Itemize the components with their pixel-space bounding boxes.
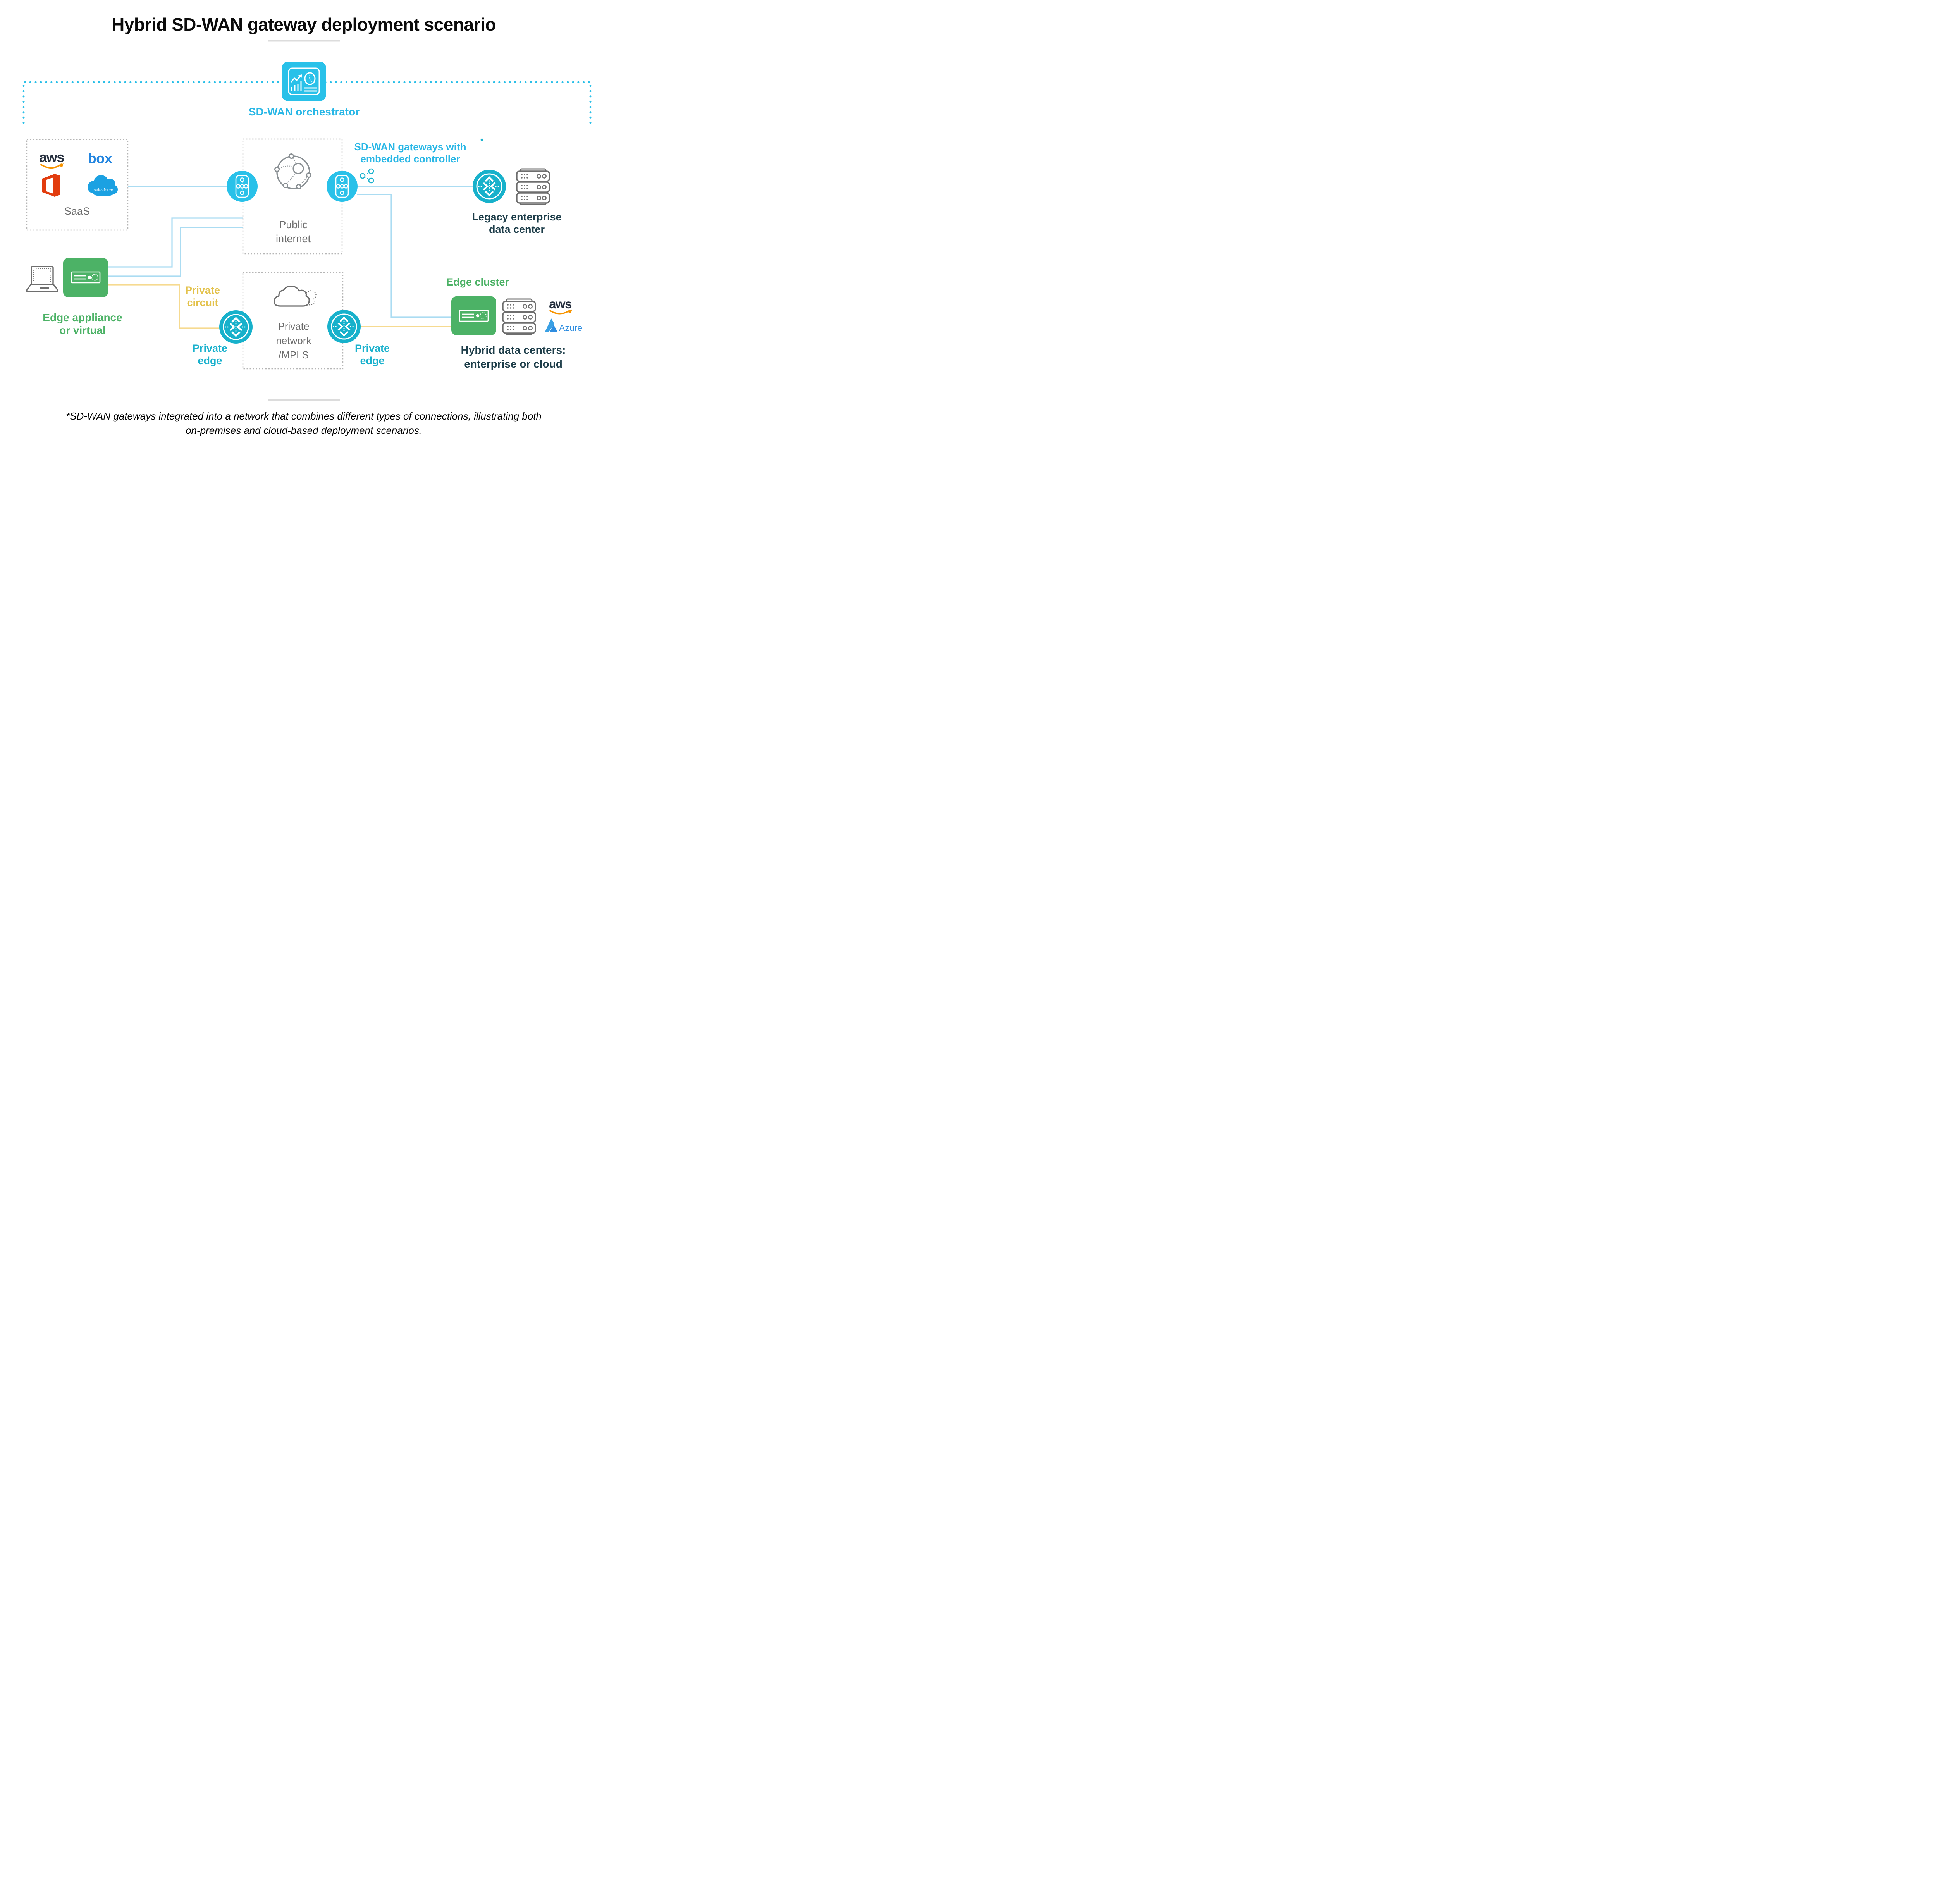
- salesforce-logo-text: salesforce: [94, 188, 113, 193]
- edge-appliance-icon: [63, 258, 108, 297]
- salesforce-logo: salesforce: [88, 175, 118, 196]
- legacy-router-icon: [473, 170, 506, 203]
- line-appliance-to-internet-1: [108, 217, 243, 268]
- edge-cluster-label: Edge cluster: [446, 276, 509, 288]
- orchestrator-icon: [282, 62, 326, 101]
- aws-cloud-logo-text: aws: [549, 297, 571, 311]
- aws-cloud-logo: aws: [549, 297, 572, 315]
- title-divider: [268, 40, 340, 42]
- private-edge-left-label: Private edge: [192, 342, 228, 366]
- orchestrator-label: SD-WAN orchestrator: [248, 106, 360, 118]
- hybrid-server-stack-icon: [502, 298, 536, 335]
- azure-logo-text: Azure: [559, 323, 582, 333]
- footnote-divider: [268, 399, 340, 401]
- public-internet-box: [242, 138, 343, 255]
- page-title: Hybrid SD-WAN gateway deployment scenari…: [112, 14, 496, 34]
- saas-label: SaaS: [64, 205, 90, 217]
- cloud-dashed-part: [306, 290, 317, 306]
- box-logo: box: [88, 150, 112, 166]
- infographic-canvas: aws box salesforce: [0, 0, 607, 448]
- diagram-graphics: aws box salesforce: [22, 40, 592, 401]
- gateways-label: SD-WAN gateways with embedded controller: [354, 141, 466, 165]
- share-icon: [360, 168, 374, 184]
- orchestrator-dotted-boundary: [22, 81, 592, 124]
- saas-box: [26, 139, 129, 231]
- gateway-node-left: [226, 170, 258, 203]
- edge-appliance-label: Edge appliance or virtual: [43, 311, 122, 337]
- private-circuit-label: Private circuit: [185, 284, 220, 308]
- stray-dot: [480, 138, 483, 141]
- azure-logo: Azure: [545, 318, 582, 333]
- laptop-icon: [26, 266, 58, 292]
- line-gateway-to-edge-cluster: [357, 194, 451, 318]
- office-logo: [42, 174, 60, 197]
- cloud-icon: [274, 286, 317, 307]
- legacy-dc-label: Legacy enterprise data center: [472, 211, 562, 235]
- box-logo-text: box: [88, 150, 112, 166]
- edge-cluster-icon: [451, 296, 496, 335]
- gateway-node-right: [326, 170, 358, 203]
- private-edge-right-icon: [327, 310, 361, 343]
- aws-logo: aws: [39, 149, 65, 169]
- hybrid-dc-label: Hybrid data centers: enterprise or cloud: [461, 344, 566, 370]
- private-edge-right-label: Private edge: [354, 342, 390, 366]
- cloud-solid-part: [274, 286, 310, 307]
- line-appliance-private-circuit: [108, 284, 219, 329]
- internet-globe-icon: [274, 153, 311, 189]
- private-network-label: Private network /MPLS: [276, 320, 311, 361]
- private-edge-left-icon: [219, 310, 253, 344]
- footnote: *SD-WAN gateways integrated into a netwo…: [66, 410, 542, 436]
- legacy-server-stack-icon: [516, 168, 550, 205]
- public-internet-label: Public internet: [275, 219, 311, 245]
- line-appliance-to-internet-2: [108, 227, 243, 277]
- aws-logo-text: aws: [39, 149, 64, 165]
